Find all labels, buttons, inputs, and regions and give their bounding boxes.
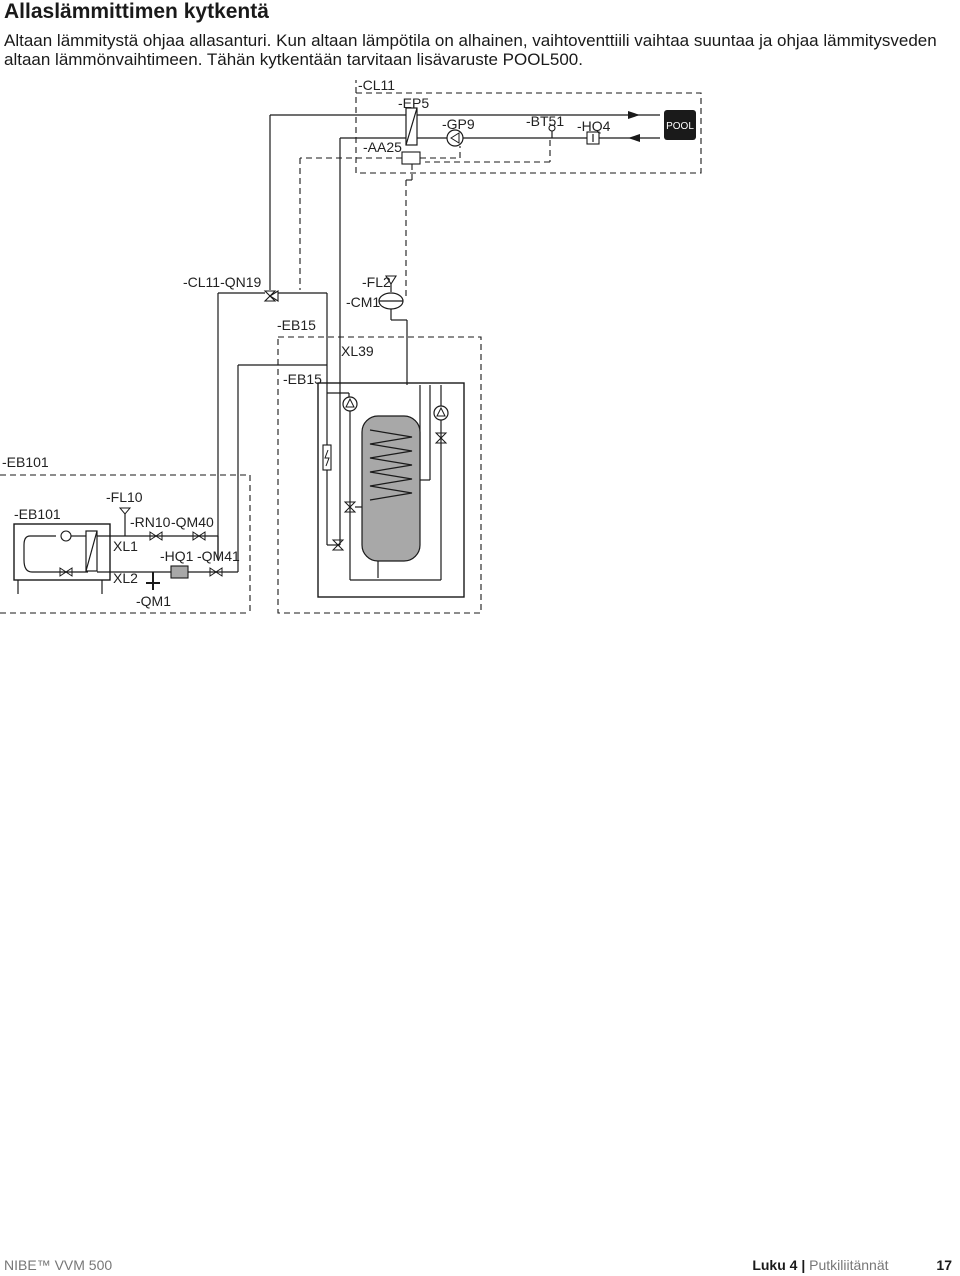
label-qm40: -QM40 <box>171 514 214 530</box>
filter-hq1-icon <box>170 565 189 579</box>
footer-product: NIBE™ VVM 500 <box>4 1257 113 1273</box>
accumulator-tank <box>361 415 421 562</box>
valve-qm41-icon <box>209 567 217 577</box>
label-xl39: XL39 <box>341 343 374 359</box>
label-eb15-outer: -EB15 <box>277 317 316 333</box>
eb15-unit <box>317 382 465 598</box>
label-gp9: -GP9 <box>442 116 475 132</box>
label-qm41: -QM41 <box>197 548 240 564</box>
label-fl10: -FL10 <box>106 489 143 505</box>
footer-separator: | <box>801 1257 806 1273</box>
label-cm1: -CM1 <box>346 294 380 310</box>
mixing-valve-icon <box>434 432 448 439</box>
safety-valve-fl2-icon <box>385 275 397 286</box>
safety-valve-fl10-icon <box>118 507 132 515</box>
valve-inner-1-icon <box>343 501 357 508</box>
eb101-internal-pipe <box>23 535 88 573</box>
pool-label: POOL <box>666 121 694 132</box>
page-number: 17 <box>936 1257 952 1273</box>
label-bt51: -BT51 <box>526 113 564 129</box>
eb101-unit <box>13 523 111 581</box>
label-hq1: -HQ1 <box>160 548 194 564</box>
label-ep5: -EP5 <box>398 95 429 111</box>
valve-inner-2-icon <box>331 539 345 546</box>
footer-section: Putkiliitännät <box>809 1257 889 1273</box>
page-heading: Allaslämmittimen kytkentä <box>4 0 269 23</box>
label-rn10: -RN10 <box>130 514 171 530</box>
label-qm1: -QM1 <box>136 593 171 609</box>
label-xl2: XL2 <box>113 570 138 586</box>
valve-qm40-icon <box>192 531 200 541</box>
footer-chapter: Luku 4 <box>752 1257 798 1273</box>
label-cl11-qn19: -CL11-QN19 <box>183 274 262 290</box>
label-xl1: XL1 <box>113 538 138 554</box>
valve-qn19-icon <box>263 290 277 297</box>
label-hq4: -HQ4 <box>577 118 611 134</box>
label-eb101-outer: -EB101 <box>2 454 49 470</box>
intro-paragraph: Altaan lämmitystä ohjaa allasanturi. Kun… <box>4 31 937 69</box>
label-eb101-inner: -EB101 <box>14 506 61 522</box>
eb101-pump-icon <box>60 530 72 542</box>
eb15-boundary <box>277 336 482 614</box>
label-cl11: -CL11 <box>358 77 395 93</box>
footer-chapter-info: Luku 4 | Putkiliitännät 17 <box>752 1257 952 1273</box>
valve-rn10-icon <box>149 531 157 541</box>
pool-box <box>664 110 696 140</box>
tank-coil <box>369 429 413 501</box>
control-card-aa25 <box>401 151 421 165</box>
pump-gp9-icon <box>446 129 464 147</box>
label-aa25: -AA25 <box>363 139 402 155</box>
label-eb15-inner: -EB15 <box>283 371 322 387</box>
label-fl2: -FL2 <box>362 274 391 290</box>
cl11-accessory-boundary <box>355 92 702 174</box>
